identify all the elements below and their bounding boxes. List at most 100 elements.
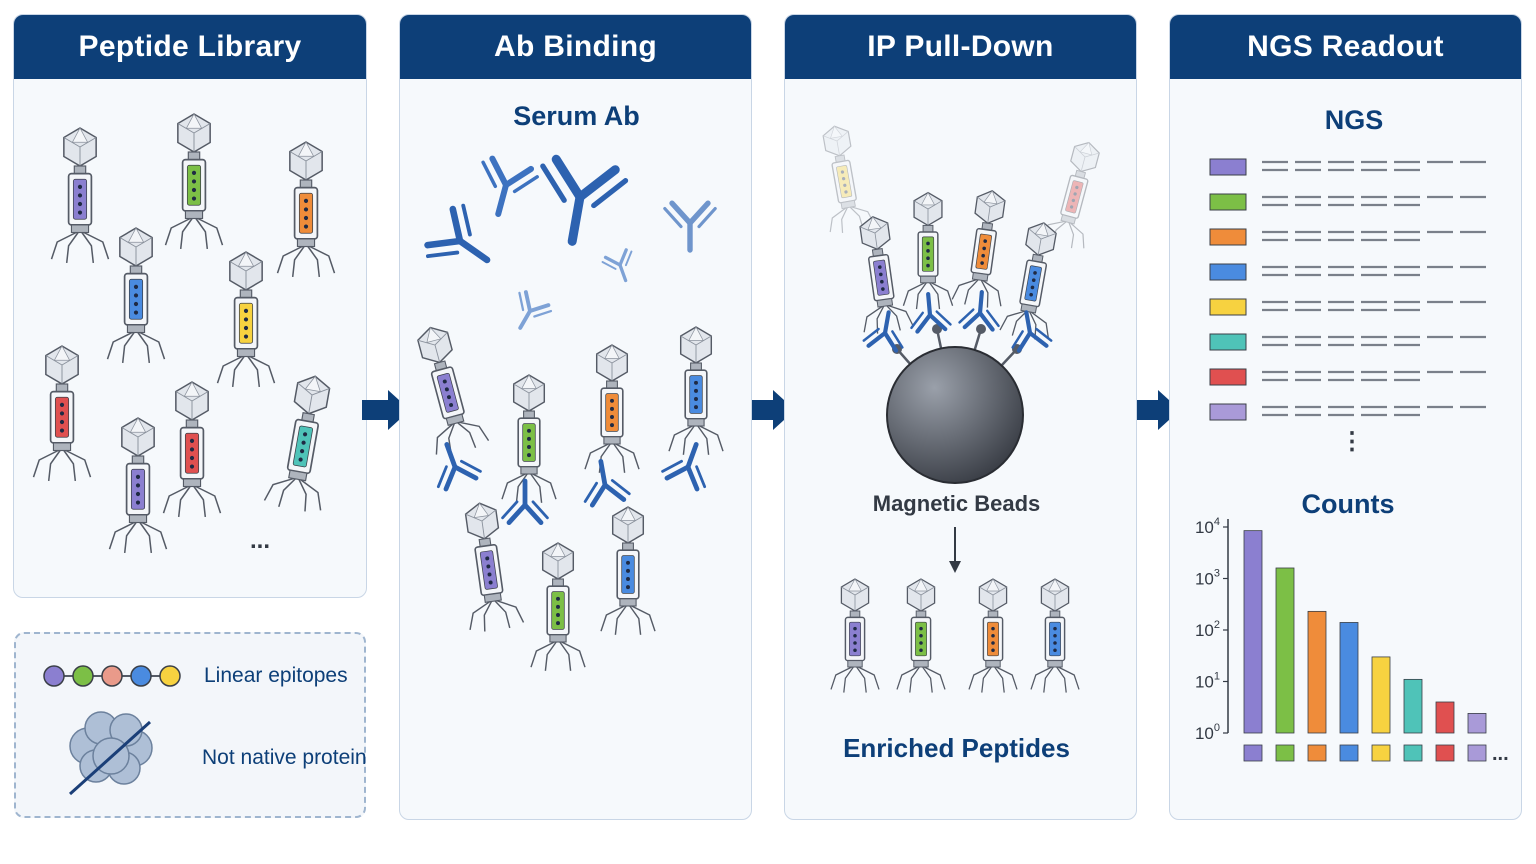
antibody-icon	[1011, 310, 1053, 353]
bar-category-swatch	[1435, 744, 1455, 762]
antibody-icon	[661, 442, 707, 492]
phage-icon	[501, 374, 557, 503]
legend-graphics	[43, 665, 181, 796]
antibody-icon	[862, 310, 904, 353]
phage-icon	[822, 125, 876, 233]
count-bar	[1467, 713, 1487, 734]
phage-icon	[584, 344, 640, 473]
y-tick-label: 100	[1195, 722, 1220, 743]
bar-category-swatch	[1339, 744, 1359, 762]
magnetic-beads-label: Magnetic Beads	[872, 491, 1041, 516]
y-tick-label: 102	[1195, 619, 1220, 640]
phage-icon	[830, 578, 880, 693]
epitope-bead-icon	[159, 665, 181, 687]
count-bar	[1339, 622, 1359, 734]
chart-ellipsis: ...	[1492, 743, 1509, 765]
panel-title: IP Pull-Down	[785, 15, 1136, 79]
panel-title: NGS Readout	[1170, 15, 1521, 79]
antibody-icon	[501, 478, 549, 526]
bar-category-swatch	[1243, 744, 1263, 762]
down-arrow-head-icon	[949, 561, 961, 573]
phage-icon	[902, 191, 954, 310]
y-tick-label: 104	[1195, 516, 1220, 537]
panel-ab-binding: Ab Binding Serum Ab	[399, 14, 752, 820]
count-bar	[1307, 610, 1327, 734]
ngs-read-row	[1209, 403, 1486, 421]
phage-icon	[216, 251, 276, 387]
panel-title: Ab Binding	[400, 15, 751, 79]
phage-icon	[1039, 141, 1100, 249]
phage-icon	[162, 381, 222, 517]
antibody-icon	[601, 248, 633, 283]
phage-icon	[32, 345, 92, 481]
ngs-read-row	[1209, 298, 1486, 316]
antibody-icon	[518, 290, 553, 330]
phage-icon	[276, 141, 336, 277]
arrow-icon	[1132, 390, 1180, 430]
phage-icon	[106, 227, 166, 363]
panel-title: Peptide Library	[14, 15, 366, 79]
antibody-icon	[958, 289, 1000, 332]
phage-icon	[530, 542, 586, 671]
antibody-icon	[424, 203, 491, 264]
bar-category-swatch	[1467, 744, 1487, 762]
phage-icon	[999, 222, 1057, 340]
antibody-icon	[910, 291, 952, 334]
epitope-bead-icon	[101, 665, 123, 687]
enriched-peptides-label: Enriched Peptides	[843, 733, 1070, 763]
native-protein-icon	[69, 711, 153, 785]
phage-icon	[164, 113, 224, 249]
antibody-icon	[481, 155, 539, 217]
ngs-label: NGS	[1324, 105, 1384, 135]
pull-down-illustration	[822, 125, 1100, 693]
magnetic-bead-icon	[886, 346, 1024, 484]
arrow-icon	[362, 390, 410, 430]
ngs-read-row	[1209, 368, 1486, 386]
ngs-read-row	[1209, 158, 1486, 176]
counts-label: Counts	[1301, 489, 1395, 519]
legend-box: Linear epitopes Not native protein	[14, 632, 367, 818]
legend-linear-epitopes: Linear epitopes	[204, 664, 348, 687]
antibody-icon	[540, 154, 629, 246]
phage-icon	[668, 326, 724, 455]
antibody-icon	[436, 442, 482, 492]
epitope-bead-icon	[43, 665, 65, 687]
phage-icon	[263, 375, 331, 512]
phage-icon	[896, 578, 946, 693]
panel-peptide-library: Peptide Library ...	[13, 14, 367, 598]
phage-icon	[968, 578, 1018, 693]
antibody-icon	[583, 458, 631, 508]
panel-ip-pull-down: IP Pull-Down Magnetic Beads Enriched Pep…	[784, 14, 1137, 820]
antibody-icon	[663, 200, 717, 253]
ngs-read-row	[1209, 333, 1486, 351]
ngs-vertical-ellipsis: ⋮	[1340, 428, 1364, 455]
phage-icon	[50, 127, 110, 263]
y-tick-label: 101	[1195, 671, 1220, 692]
epitope-bead-icon	[72, 665, 94, 687]
count-bar	[1371, 656, 1391, 734]
library-ellipsis: ...	[250, 527, 271, 554]
count-bar	[1275, 567, 1295, 734]
bar-category-swatch	[1403, 744, 1423, 762]
phage-icon	[859, 216, 914, 334]
phage-icon	[600, 506, 656, 635]
legend-not-native-protein: Not native protein	[202, 746, 367, 769]
ngs-read-row	[1209, 263, 1486, 281]
strike-through-icon	[68, 720, 152, 796]
bar-category-swatch	[1307, 744, 1327, 762]
ngs-read-row	[1209, 193, 1486, 211]
phage-icon	[417, 326, 490, 455]
bar-category-swatch	[1275, 744, 1295, 762]
antibody-binding-illustration	[417, 154, 724, 671]
count-bar	[1435, 701, 1455, 734]
phage-icon	[464, 502, 525, 632]
ngs-read-row	[1209, 228, 1486, 246]
epitope-bead-icon	[130, 665, 152, 687]
serum-ab-label: Serum Ab	[513, 101, 640, 131]
phage-icon	[1030, 578, 1080, 693]
phage-library-illustration	[32, 113, 336, 553]
arrow-icon	[747, 390, 795, 430]
phage-icon	[108, 417, 168, 553]
